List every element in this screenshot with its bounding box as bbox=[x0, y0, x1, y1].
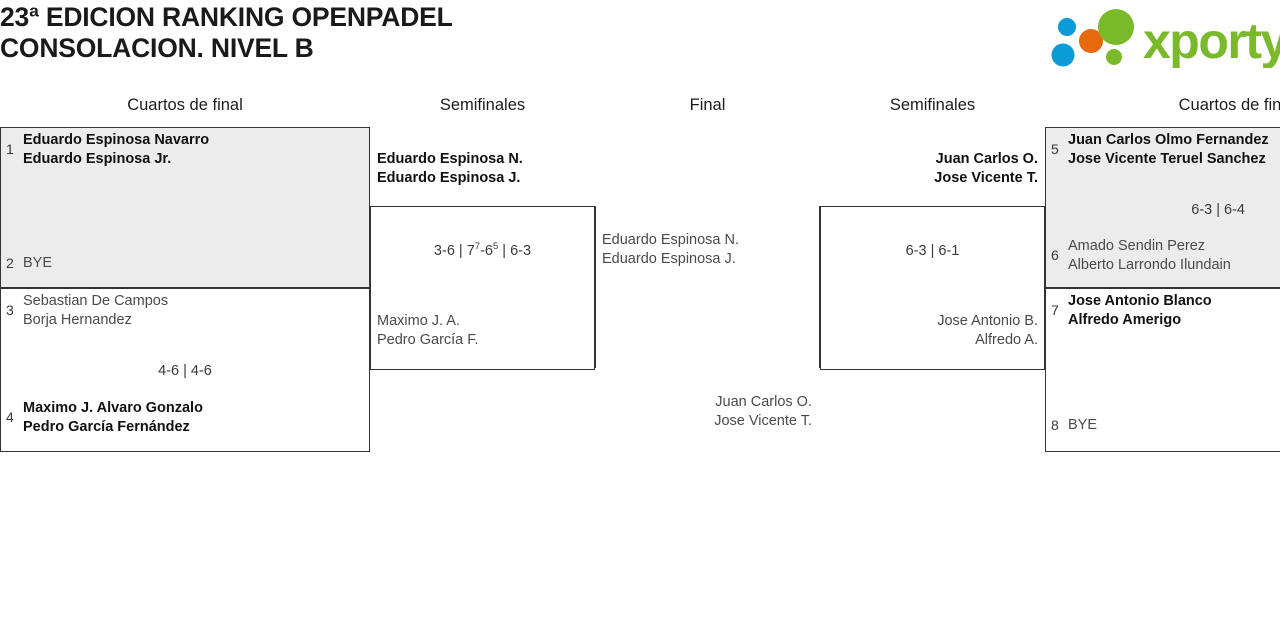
team-qf4-bottom[interactable]: 8 BYE bbox=[1051, 407, 1280, 435]
score-tiebreak-1: 7 bbox=[474, 241, 481, 253]
match-box-qf4[interactable] bbox=[1045, 288, 1280, 452]
round-header-semifinals-right: Semifinales bbox=[889, 96, 976, 114]
seed-number: 1 bbox=[6, 141, 14, 157]
round-header-semifinals-left: Semifinales bbox=[439, 96, 526, 114]
match-box-sf-right[interactable] bbox=[820, 206, 1045, 370]
score-qf3: 6-3 | 6-4 bbox=[1191, 202, 1245, 218]
player-names: Jose Antonio Blanco Alfredo Amerigo bbox=[1068, 293, 1212, 328]
team-qf4-top[interactable]: 7 Jose Antonio Blanco Alfredo Amerigo bbox=[1051, 292, 1280, 329]
seed-number: 3 bbox=[6, 302, 14, 318]
seed-number: 5 bbox=[1051, 141, 1059, 157]
score-sf-left: 3-6 | 77-65 | 6-3 bbox=[370, 242, 595, 260]
player-names: Maximo J. Alvaro Gonzalo Pedro García Fe… bbox=[23, 400, 203, 435]
match-box-qf2[interactable] bbox=[0, 288, 370, 452]
team-final-left[interactable]: Eduardo Espinosa N. Eduardo Espinosa J. bbox=[602, 232, 740, 267]
round-header-final: Final bbox=[689, 96, 726, 114]
player-names: BYE bbox=[1068, 417, 1098, 433]
player-names: Amado Sendin Perez Alberto Larrondo Ilun… bbox=[1068, 238, 1231, 273]
player-names: Sebastian De Campos Borja Hernandez bbox=[23, 293, 169, 328]
team-qf3-top[interactable]: 5 Juan Carlos Olmo Fernandez Jose Vicent… bbox=[1051, 131, 1280, 168]
page-header: 23ª EDICION RANKING OPENPADEL CONSOLACIO… bbox=[0, 0, 1280, 88]
score-set2: -6 bbox=[480, 243, 493, 259]
seed-number: 8 bbox=[1051, 417, 1059, 433]
player-names: Eduardo Espinosa Navarro Eduardo Espinos… bbox=[23, 132, 210, 167]
score-set1: 3-6 | 7 bbox=[433, 243, 475, 259]
match-box-final[interactable] bbox=[595, 206, 820, 368]
round-header-quarterfinals-left: Cuartos de final bbox=[127, 96, 243, 114]
team-qf3-bottom[interactable]: 6 Amado Sendin Perez Alberto Larrondo Il… bbox=[1051, 237, 1280, 274]
team-qf2-top[interactable]: 3 Sebastian De Campos Borja Hernandez bbox=[6, 292, 346, 329]
seed-number: 7 bbox=[1051, 302, 1059, 318]
player-names: Juan Carlos Olmo Fernandez Jose Vicente … bbox=[1068, 132, 1269, 167]
team-qf1-top[interactable]: 1 Eduardo Espinosa Navarro Eduardo Espin… bbox=[6, 131, 346, 168]
score-sf-right: 6-3 | 6-1 bbox=[905, 243, 960, 259]
match-box-qf1[interactable] bbox=[0, 127, 370, 288]
round-header-quarterfinals-right: Cuartos de fin bbox=[1178, 96, 1280, 114]
player-names: BYE bbox=[23, 255, 53, 271]
xporty-logo: xporty bbox=[1048, 6, 1280, 68]
team-final-right[interactable]: Juan Carlos O. Jose Vicente T. bbox=[714, 394, 812, 429]
seed-number: 2 bbox=[6, 255, 14, 271]
match-box-sf-left[interactable] bbox=[370, 206, 595, 370]
score-set3: | 6-3 bbox=[498, 243, 532, 259]
seed-number: 6 bbox=[1051, 247, 1059, 263]
match-box-qf3[interactable] bbox=[1045, 127, 1280, 288]
team-sf-left-top[interactable]: Eduardo Espinosa N. Eduardo Espinosa J. bbox=[377, 151, 523, 186]
team-qf2-bottom[interactable]: 4 Maximo J. Alvaro Gonzalo Pedro García … bbox=[6, 399, 346, 436]
svg-text:xporty: xporty bbox=[1143, 13, 1280, 68]
team-sf-right-bottom[interactable]: Jose Antonio B. Alfredo A. bbox=[937, 313, 1038, 348]
page-title: 23ª EDICION RANKING OPENPADEL CONSOLACIO… bbox=[0, 2, 453, 63]
score-qf2: 4-6 | 4-6 bbox=[158, 363, 212, 379]
team-sf-left-bottom[interactable]: Maximo J. A. Pedro García F. bbox=[377, 313, 479, 348]
team-qf1-bottom[interactable]: 2 BYE bbox=[6, 245, 346, 273]
score-tiebreak-2: 5 bbox=[492, 241, 499, 253]
seed-number: 4 bbox=[6, 409, 14, 425]
team-sf-right-top[interactable]: Juan Carlos O. Jose Vicente T. bbox=[934, 151, 1038, 186]
